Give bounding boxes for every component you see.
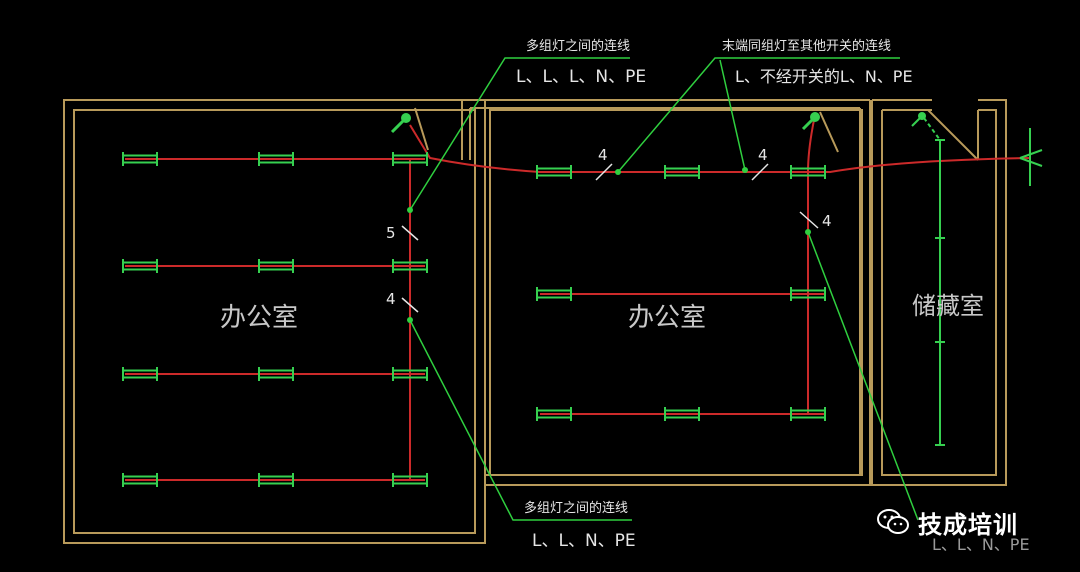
leader-dot-3 [615,169,621,175]
wall-left-office-outer [63,99,486,544]
wall-storage-outer [871,99,1007,486]
leader-bottom [409,319,632,521]
wall-middle-office-outer [461,99,871,486]
wire-count-label: 4 [386,290,396,308]
annotation-bottom-line1: 多组灯之间的连线 [524,500,628,516]
leader-top-right-a [617,57,900,173]
storage-fixture-line [923,117,945,446]
tick-left-riser-1 [401,225,419,241]
watermark-text: 技成培训 [918,510,1018,539]
tick-middle-riser [799,211,819,229]
leader-dot-5 [805,229,811,235]
wire-count-label: 5 [386,224,396,242]
room-label-storage: 储藏室 [912,292,984,320]
wire-main-feeder [409,124,1031,173]
annotations: 多组灯之间的连线 L、L、L、N、PE 末端同组灯至其他开关的连线 L、不经开关… [516,38,1030,554]
wire-count-label: 4 [822,212,832,230]
switch-left-lever [390,118,406,134]
wechat-icon-graphic [877,509,909,534]
wall-storage-inner [881,109,997,476]
door-middle [819,111,839,153]
switch-middle-lever [801,117,815,131]
room-label-left-office: 办公室 [220,303,298,333]
switches [390,112,926,134]
walls [63,99,1007,544]
switch-storage-lever [911,117,921,127]
leader-bottom-right [807,231,919,521]
annotation-top-right-line1: 末端同组灯至其他开关的连线 [722,38,891,54]
supply-entry-arrow [1019,149,1043,167]
leader-lines [409,57,919,521]
door-storage [927,109,979,161]
wire-count-label: 4 [598,146,608,164]
tick-middle-2 [751,163,769,181]
wire-middle-switch-drop [807,119,815,173]
leader-top-right-b [719,59,746,171]
wechat-icon [876,508,910,536]
leader-dot-2 [407,317,413,323]
annotation-top-left-line1: 多组灯之间的连线 [526,38,630,54]
room-labels: 办公室 办公室 储藏室 [220,292,984,333]
leader-dot-1 [407,207,413,213]
watermark: 技成培训 [876,500,1052,544]
tick-left-riser-2 [401,297,419,313]
annotation-top-left-line2: L、L、L、N、PE [516,67,646,87]
storage-switch-wire [923,117,941,141]
tick-middle-1 [595,163,613,181]
leader-top-left [409,57,630,211]
room-label-middle-office: 办公室 [628,303,706,333]
wire-count-label: 4 [758,146,768,164]
switch-middle [801,112,820,131]
annotation-bottom-right-faded: L、L、N、PE [932,535,1030,554]
light-fixtures [122,152,826,487]
wall-left-office-inner [73,109,476,534]
wire-count-labels: 4 4 4 5 4 [386,146,832,308]
supply-entry [1019,128,1043,186]
leader-dot-4 [742,167,748,173]
door-left [414,107,429,151]
wiring [125,119,1031,481]
switch-left [390,113,411,134]
switch-storage [911,112,926,127]
annotation-bottom-line2: L、L、N、PE [532,531,636,551]
wire-count-ticks [401,163,819,313]
wall-middle-inner-room [489,109,863,476]
annotation-top-right-line2: L、不经开关的L、N、PE [735,67,913,86]
leader-dots [407,167,811,323]
